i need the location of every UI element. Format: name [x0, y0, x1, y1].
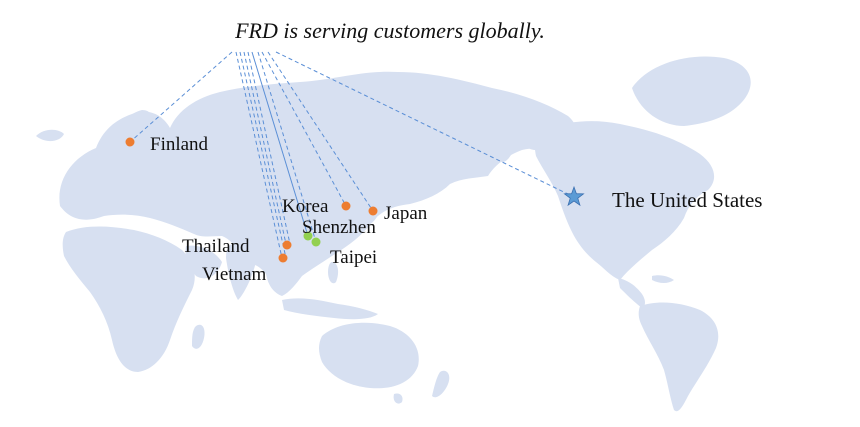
location-label-usa: The United States: [612, 188, 763, 212]
australia-shape: [319, 322, 419, 389]
location-label-vietnam: Vietnam: [202, 264, 267, 285]
connector-japan: [267, 51, 374, 212]
south-america-shape: [638, 302, 719, 412]
location-label-shenzhen: Shenzhen: [302, 217, 376, 238]
connector-korea: [261, 51, 347, 207]
central-america-shape: [618, 278, 645, 308]
location-label-japan: Japan: [384, 203, 428, 224]
thailand-marker: [282, 240, 292, 250]
caribbean-shape: [652, 275, 674, 283]
philippines-shape: [328, 262, 339, 284]
connector-finland: [129, 51, 233, 143]
alaska-shape: [519, 122, 556, 150]
landmasses: [36, 56, 751, 412]
new-zealand-shape: [432, 370, 450, 398]
connector-taipei: [257, 51, 317, 243]
tasmania-shape: [393, 393, 403, 404]
vietnam-marker: [278, 253, 288, 263]
location-label-korea: Korea: [282, 196, 329, 217]
map-title: FRD is serving customers globally.: [235, 18, 545, 43]
shenzhen-marker: [303, 231, 313, 241]
connector-vietnam-2: [239, 51, 287, 259]
arabia-shape: [185, 245, 222, 279]
location-label-taipei: Taipei: [330, 247, 378, 268]
location-label-thailand: Thailand: [182, 236, 250, 257]
location-markers: [125, 137, 585, 263]
connector-usa: [275, 51, 575, 198]
connector-thailand-1: [243, 51, 287, 245]
africa-shape: [62, 226, 195, 372]
connector-thailand-2: [247, 51, 291, 245]
japan-shape: [362, 176, 385, 226]
japan-marker: [368, 206, 378, 216]
korea-marker: [341, 201, 351, 211]
eurasia-shape: [59, 71, 577, 296]
north-america-shape: [534, 121, 715, 280]
connector-vietnam-1: [235, 51, 283, 259]
taipei-marker: [311, 237, 321, 247]
kamchatka-shape: [494, 123, 517, 162]
finland-marker: [125, 137, 135, 147]
location-label-finland: Finland: [150, 134, 209, 155]
indochina-shape: [275, 254, 294, 292]
iceland-shape: [36, 129, 64, 142]
indonesia-shape: [282, 298, 378, 320]
connector-shenzhen: [251, 51, 309, 237]
connector-lines: [129, 51, 575, 259]
india-shape: [226, 244, 256, 300]
madagascar-shape: [192, 324, 205, 349]
greenland-shape: [632, 56, 751, 126]
usa-star-icon: [563, 185, 585, 207]
